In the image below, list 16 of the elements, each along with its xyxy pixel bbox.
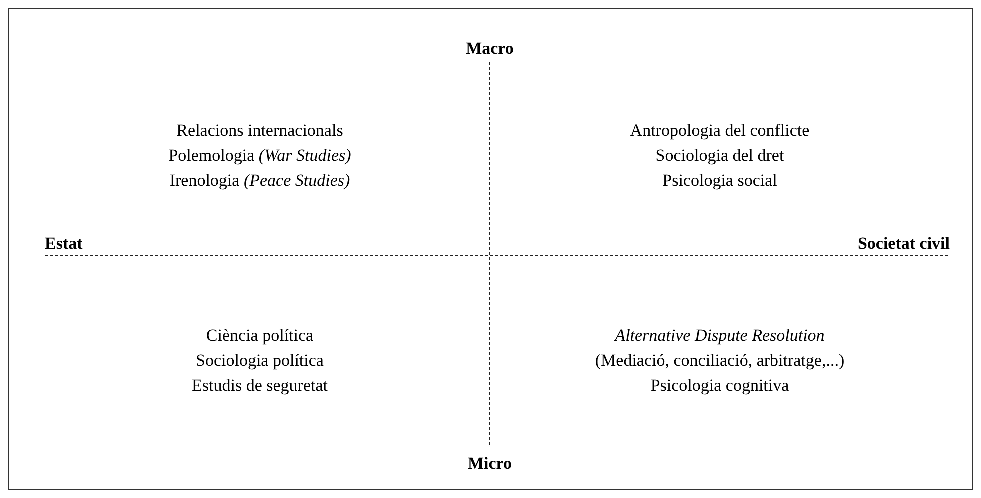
axis-label: Macro [466,38,514,60]
discipline-label: Psicologia social [662,170,778,192]
axis-label: Societat civil [858,233,950,255]
discipline-label: Polemologia (War Studies) [168,145,352,167]
discipline-label: Alternative Dispute Resolution [615,325,825,347]
discipline-label: Irenologia (Peace Studies) [170,170,350,192]
discipline-label: Psicologia cognitiva [650,375,790,397]
axis-label: Estat [45,233,83,255]
discipline-label: Relacions internacionals [176,120,344,142]
discipline-label: (Mediació, conciliació, arbitratge,...) [595,350,845,372]
discipline-label: Antropologia del conflicte [630,120,810,142]
discipline-label: Sociologia del dret [656,145,784,167]
axis-label: Micro [468,453,512,475]
discipline-label: Ciència política [206,325,314,347]
discipline-label: Estudis de seguretat [192,375,328,397]
discipline-label: Sociologia política [196,350,324,372]
